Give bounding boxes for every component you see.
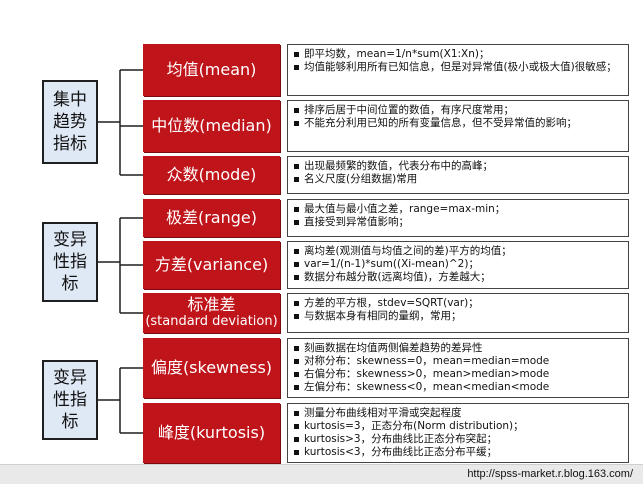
description-box-median: 排序后居于中间位置的数值，有序尺度常用； 不能充分利用已知的所有变量信息，但不受… [287, 100, 629, 152]
metric-label: 极差(range) [165, 208, 257, 227]
description-bullet: 出现最频繁的数值，代表分布中的高峰； [294, 160, 624, 173]
metric-label: 众数(mode) [166, 165, 257, 184]
description-bullet: 离均差(观测值与均值之间的差)平方的均值； [294, 245, 624, 258]
category-box-shape: 变异 性指 标 [42, 360, 98, 440]
metric-box-standard-deviation: 标准差 (standard deviation) [143, 293, 280, 333]
description-bullet: 最大值与最小值之差，range=max-min； [294, 203, 624, 216]
description-bullet: 均值能够利用所有已知信息，但是对异常值(极小或极大值)很敏感； [294, 61, 624, 74]
category-box-variability: 变异 性指 标 [42, 222, 98, 302]
description-bullet: kurtosis>3，分布曲线比正态分布突起； [294, 433, 624, 446]
metric-label: 峰度(kurtosis) [157, 423, 266, 442]
description-box-range: 最大值与最小值之差，range=max-min； 直接受到异常值影响； [287, 199, 629, 237]
category-box-central-tendency: 集中 趋势 指标 [42, 80, 98, 164]
description-bullet: kurtosis=3，正态分布(Norm distribution)； [294, 420, 624, 433]
metric-label: 标准差 [187, 295, 236, 314]
description-bullet: 名义尺度(分组数据)常用 [294, 173, 624, 186]
metric-box-variance: 方差(variance) [143, 241, 280, 289]
metric-box-mode: 众数(mode) [143, 156, 280, 194]
description-box-mode: 出现最频繁的数值，代表分布中的高峰； 名义尺度(分组数据)常用 [287, 156, 629, 194]
metric-box-median: 中位数(median) [143, 100, 280, 152]
description-bullet: 与数据本身有相同的量纲，常用； [294, 310, 624, 323]
footer-bar: http://spss-market.r.blog.163.com/ [0, 464, 643, 484]
description-box-kurtosis: 测量分布曲线相对平滑或突起程度 kurtosis=3，正态分布(Norm dis… [287, 403, 629, 463]
description-bullet: 直接受到异常值影响； [294, 216, 624, 229]
footer-url[interactable]: http://spss-market.r.blog.163.com/ [467, 468, 633, 480]
description-box-variance: 离均差(观测值与均值之间的差)平方的均值； var=1/(n-1)*sum((X… [287, 241, 629, 289]
description-bullet: 对称分布：skewness=0，mean=median=mode [294, 355, 624, 368]
description-bullet: 左偏分布：skewness<0，mean<median<mode [294, 381, 624, 394]
description-bullet: 刻画数据在均值两侧偏差趋势的差异性 [294, 342, 624, 355]
metric-sublabel: (standard deviation) [145, 314, 278, 329]
description-bullet: 方差的平方根，stdev=SQRT(var)； [294, 297, 624, 310]
description-bullet: 排序后居于中间位置的数值，有序尺度常用； [294, 104, 624, 117]
description-bullet: 测量分布曲线相对平滑或突起程度 [294, 407, 624, 420]
metric-box-kurtosis: 峰度(kurtosis) [143, 403, 280, 463]
metric-label: 均值(mean) [166, 60, 257, 79]
description-bullet: 不能充分利用已知的所有变量信息，但不受异常值的影响； [294, 117, 624, 130]
metric-label: 中位数(median) [151, 116, 272, 135]
description-bullet: var=1/(n-1)*sum((Xi-mean)^2)； [294, 258, 624, 271]
description-bullet: kurtosis<3，分布曲线比正态分布平缓； [294, 446, 624, 459]
description-box-skewness: 刻画数据在均值两侧偏差趋势的差异性 对称分布：skewness=0，mean=m… [287, 338, 629, 398]
description-box-standard-deviation: 方差的平方根，stdev=SQRT(var)； 与数据本身有相同的量纲，常用； [287, 293, 629, 333]
metric-box-mean: 均值(mean) [143, 44, 280, 96]
description-bullet: 即平均数，mean=1/n*sum(X1:Xn)； [294, 48, 624, 61]
metric-box-range: 极差(range) [143, 199, 280, 237]
metric-label: 方差(variance) [154, 255, 269, 274]
description-box-mean: 即平均数，mean=1/n*sum(X1:Xn)； 均值能够利用所有已知信息，但… [287, 44, 629, 96]
metric-box-skewness: 偏度(skewness) [143, 338, 280, 398]
description-bullet: 右偏分布：skewness>0，mean>median>mode [294, 368, 624, 381]
metric-label: 偏度(skewness) [150, 358, 273, 377]
description-bullet: 数据分布越分散(远离均值)，方差越大； [294, 271, 624, 284]
